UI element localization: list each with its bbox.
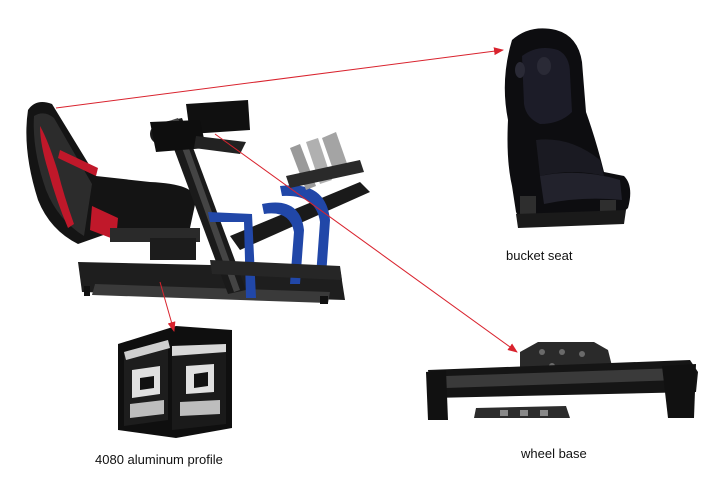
racing-cockpit-image <box>26 100 370 304</box>
bucket-seat-image <box>504 28 631 228</box>
wheel-base-image <box>426 342 698 420</box>
arrow-to-aluminum-profile <box>159 281 176 332</box>
aluminum-profile-image <box>118 326 232 438</box>
aluminum-profile-label: 4080 aluminum profile <box>95 452 223 467</box>
arrow-to-wheel-base <box>214 133 518 353</box>
arrow-to-bucket-seat <box>55 47 504 109</box>
bucket-seat-label: bucket seat <box>506 248 573 263</box>
wheel-base-label: wheel base <box>521 446 587 461</box>
